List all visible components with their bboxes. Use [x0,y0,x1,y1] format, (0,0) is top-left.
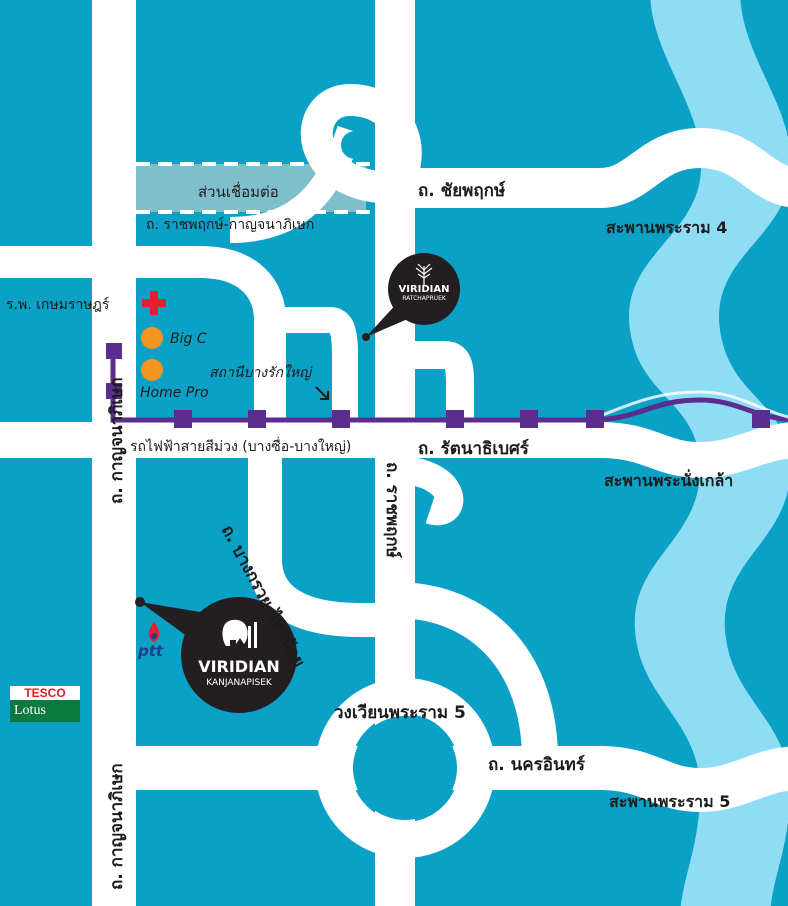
road-label-rattanathibet: ถ. รัตนาธิเบศร์ [418,439,529,459]
pin-kanjanapisek-icon [135,597,297,713]
hospital-icon [142,291,166,315]
pin-ratchapruek-line1: VIRIDIAN [398,284,450,295]
road-chaiyaphruek [395,128,788,208]
pin-kanjanapisek-line1: VIRIDIAN [198,657,280,676]
link-dashed-border [136,162,370,214]
poi-label-bigc: Big C [170,331,207,347]
ptt-label: ptt [138,642,164,660]
pin-ratchapruek[interactable]: VIRIDIAN RATCHAPRUEK [394,284,454,303]
poi-label-station: สถานีบางรักใหญ่ [209,365,312,381]
poi-label-hospital: ร.พ. เกษมราษฎร์ [6,297,110,313]
pin-ratchapruek-line2: RATCHAPRUEK [402,295,446,302]
poi-label-homepro: Home Pro [140,385,209,401]
road-label-chaiyaphruek: ถ. ชัยพฤกษ์ [418,181,506,201]
bridge-label-rama5: สะพานพระราม 5 [609,792,731,811]
road-rattanathibet [0,422,788,478]
rail-label-purple-line: รถไฟฟ้าสายสีม่วง (บางซื่อ-บางใหญ่) [130,439,352,455]
road-label-ratchaphruek-kanchana: ถ. ราชพฤกษ์-กาญจนาภิเษก [146,217,315,233]
purple-line-stations [106,343,770,428]
road-label-kanchanaphisek-upper: ถ. กาญจนาภิเษก [107,377,127,504]
elephant-icon [222,619,257,648]
road-nakhon-in [130,746,788,812]
tesco-logo-top: TESCO [10,686,80,700]
label-circle-rama5: วงเวียนพระราม 5 [334,703,466,723]
tesco-logo-bottom: Lotus [10,700,80,722]
roundabout-rama5 [315,678,495,858]
road-label-link: ส่วนเชื่อมต่อ [198,183,279,201]
road-label-nakhon-in: ถ. นครอินทร์ [488,755,585,775]
road-label-ratchaphruek: ถ. ราชพฤกษ์ [382,462,402,558]
bridge-label-rama4: สะพานพระราม 4 [606,218,728,237]
homepro-icon [141,359,163,381]
road-label-kanchanaphisek-lower: ถ. กาญจนาภิเษก [107,763,127,890]
pin-ratchapruek-icon [362,253,460,341]
pin-kanjanapisek-line2: KANJANAPISEK [206,678,272,688]
bigc-icon [141,327,163,349]
pin-kanjanapisek[interactable]: VIRIDIAN KANJANAPISEK [185,657,293,690]
ptt-icon [148,622,160,642]
station-arrow-icon [315,386,329,400]
tesco-lotus-logo: TESCO Lotus [10,686,80,724]
bridge-label-nangklao: สะพานพระนั่งเกล้า [604,471,734,490]
road-bangkruai [248,440,395,637]
